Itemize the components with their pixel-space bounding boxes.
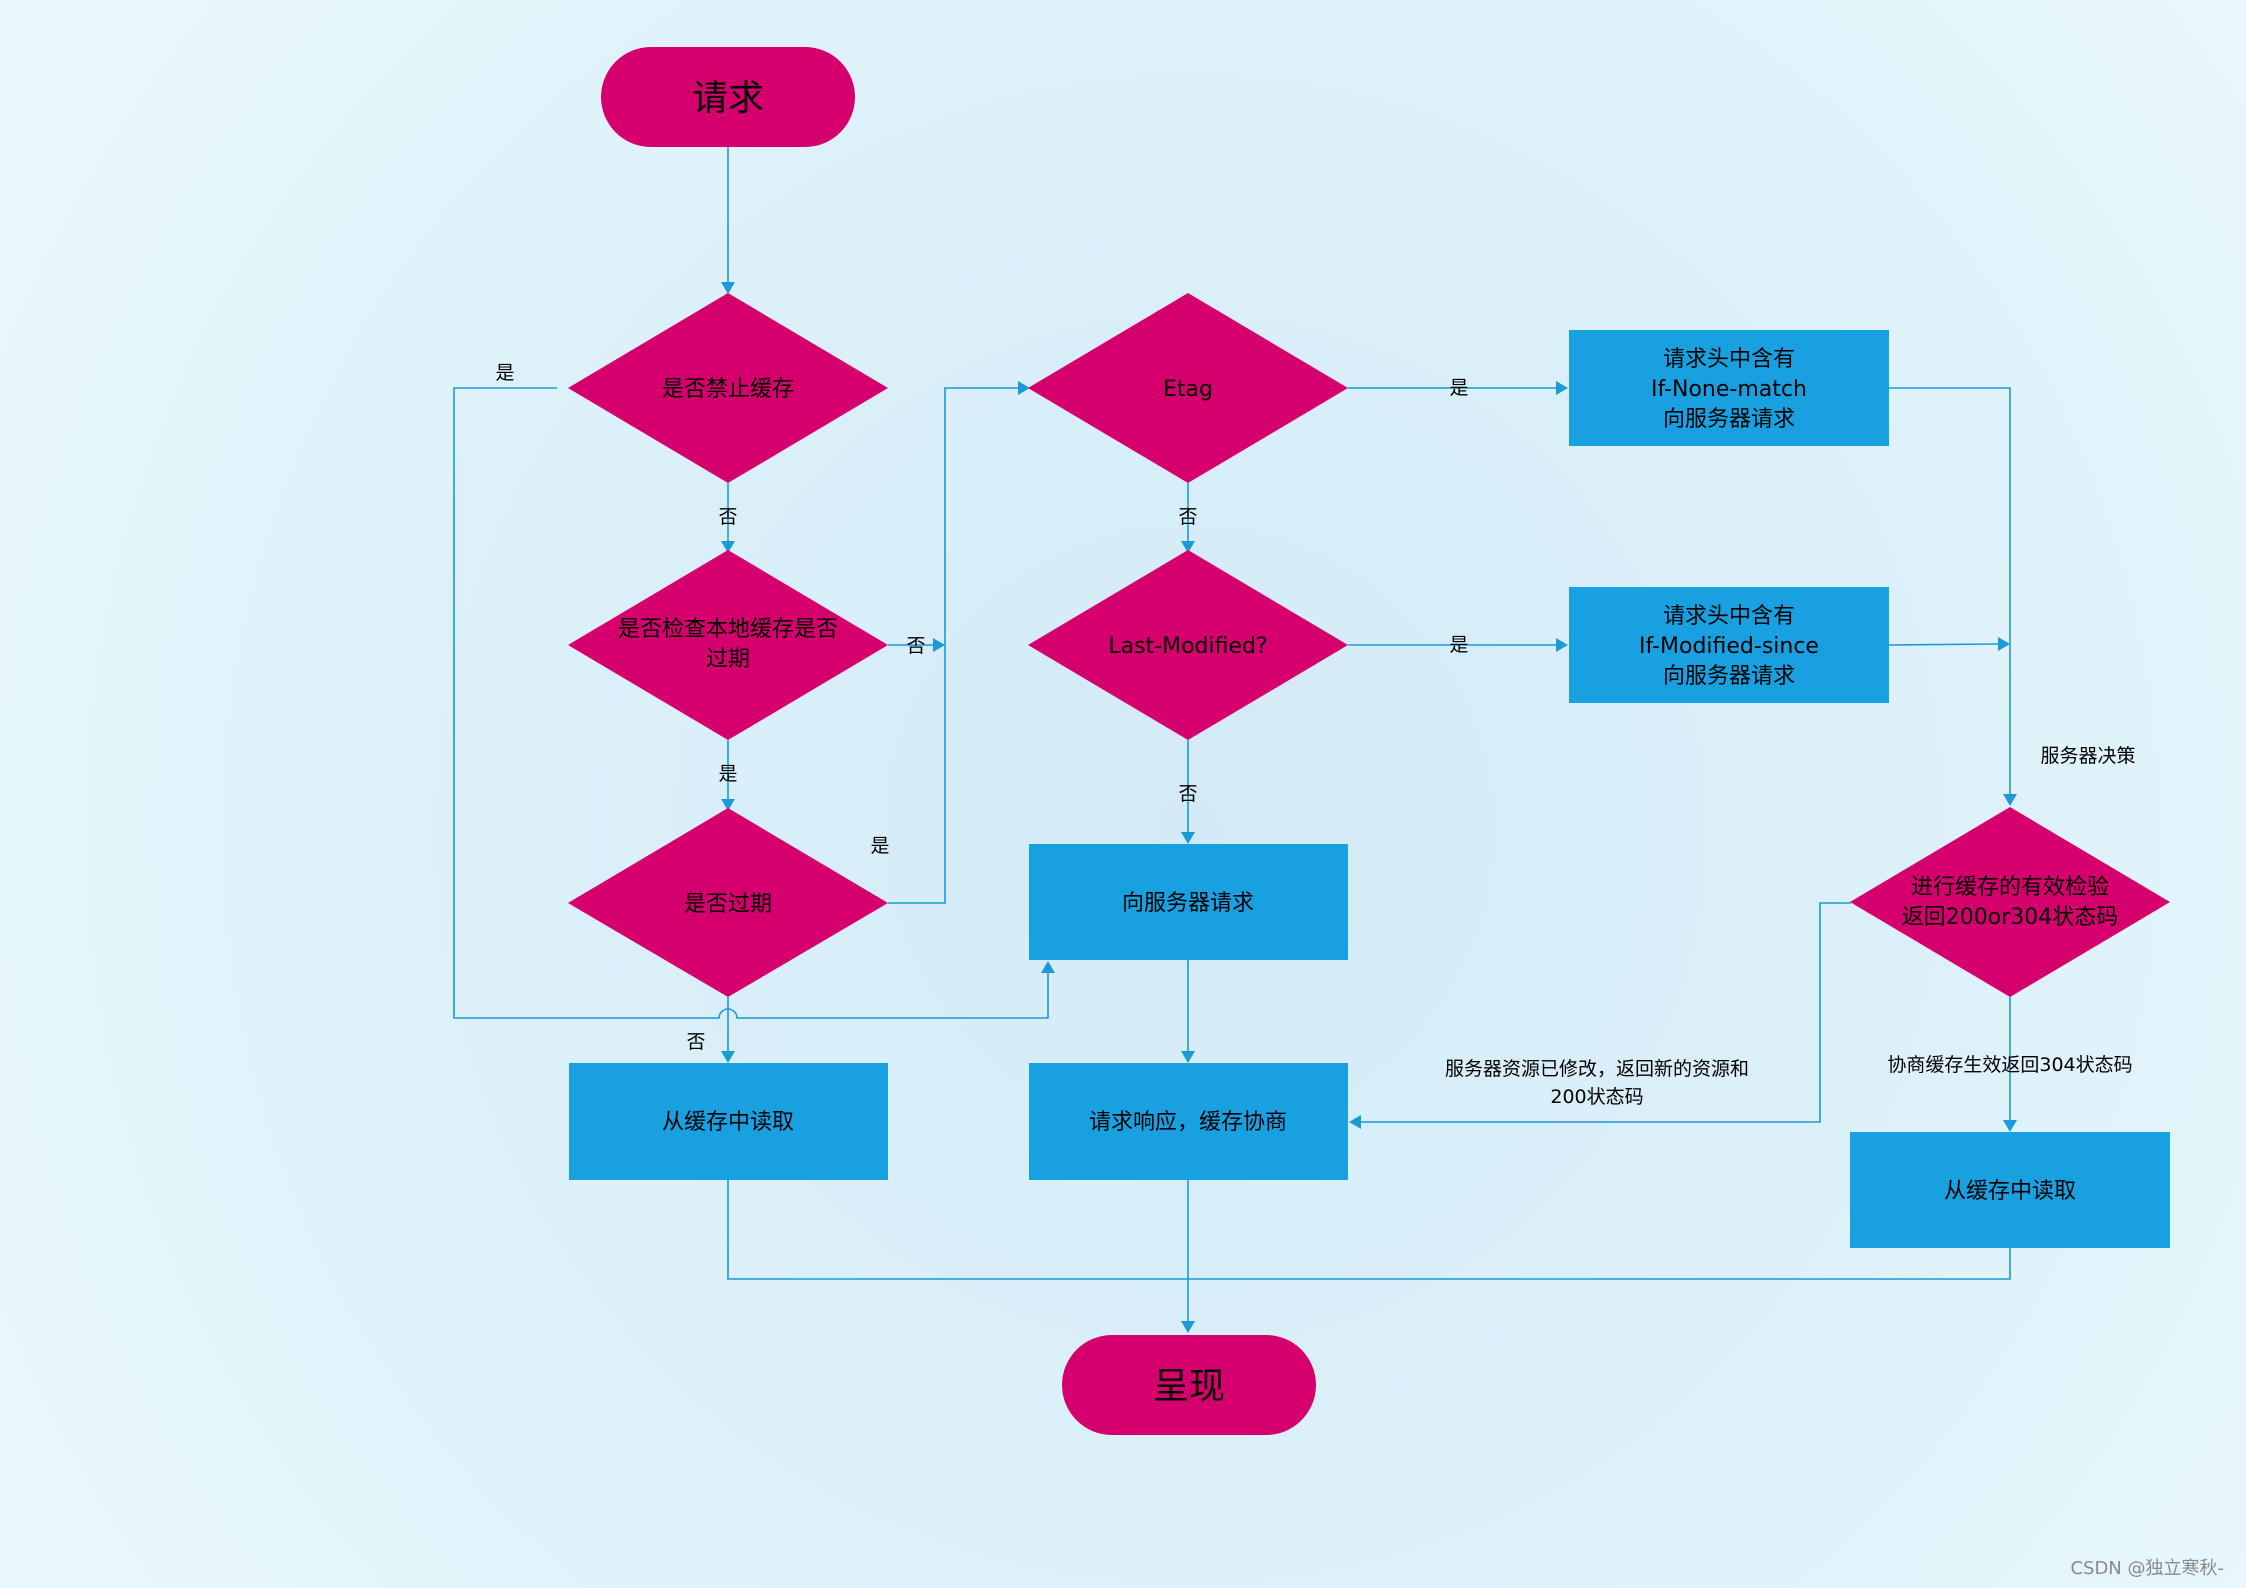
process-read-cache-right: 从缓存中读取 (1850, 1132, 2170, 1248)
decision-label: Last-Modified? (1108, 634, 1267, 659)
arrowhead (721, 1051, 735, 1063)
decision-label-line-2: 过期 (706, 647, 750, 672)
edge-label-lastmod-yes: 是 (1449, 634, 1468, 656)
process-response-negotiate: 请求响应，缓存协商 (1029, 1063, 1348, 1180)
connector-disable-yes-to-server (453, 387, 1049, 1019)
edge-label-modified-line-1: 服务器资源已修改，返回新的资源和 (1445, 1058, 1749, 1080)
process-if-modified-since: 请求头中含有 If-Modified-since 向服务器请求 (1569, 587, 1889, 703)
process-label: 从缓存中读取 (1944, 1179, 2076, 1204)
edge-label-disable-yes: 是 (495, 362, 514, 384)
arrowhead (933, 638, 945, 652)
decision-label: 是否禁止缓存 (662, 377, 794, 402)
decision-shape (1850, 807, 2170, 997)
process-if-none-match: 请求头中含有 If-None-match 向服务器请求 (1569, 330, 1889, 446)
process-shape (1029, 844, 1348, 960)
decision-last-modified: Last-Modified? (1028, 550, 1348, 740)
decision-shape (568, 550, 888, 740)
process-label-line-1: 请求头中含有 (1663, 347, 1795, 372)
arrowhead (1556, 381, 1568, 395)
decision-disable-cache: 是否禁止缓存 (568, 293, 888, 483)
arrowhead (1018, 381, 1030, 395)
edge-label-server-decision: 服务器决策 (2040, 745, 2135, 767)
arrowhead (1181, 541, 1195, 553)
edge-label-expired-yes: 是 (870, 835, 889, 857)
start-label: 请求 (692, 78, 764, 119)
arrowhead (1998, 637, 2010, 651)
decision-label-line-1: 是否检查本地缓存是否 (618, 617, 838, 642)
edge-label-disable-no: 否 (718, 506, 737, 528)
process-request-server: 向服务器请求 (1029, 844, 1348, 960)
edge-label-etag-no: 否 (1178, 506, 1197, 528)
decision-shape (568, 808, 888, 997)
decision-expired: 是否过期 (568, 808, 888, 997)
decision-label: Etag (1163, 377, 1213, 402)
edge-labels: 是 否 否 是 是 否 是 否 是 否 服务器决策 服务器资源已修改，返回新的资… (495, 362, 2135, 1108)
connector-modified-since-to-rail (1888, 643, 1999, 646)
decision-shape (1028, 550, 1348, 740)
process-label: 从缓存中读取 (662, 1110, 794, 1135)
connector-none-match-to-validate (1889, 387, 2011, 794)
decision-label-line-1: 进行缓存的有效检验 (1911, 875, 2109, 900)
edge-label-expired-no: 否 (686, 1031, 705, 1053)
arrowhead (721, 541, 735, 553)
process-label: 请求响应，缓存协商 (1089, 1110, 1287, 1135)
process-label-line-2: If-Modified-since (1639, 634, 1819, 659)
decision-shape (1028, 293, 1348, 483)
arrowhead (721, 799, 735, 811)
process-label-line-3: 向服务器请求 (1663, 664, 1795, 689)
connector-validate-to-response (1361, 902, 1851, 1123)
arrowhead (1041, 961, 1055, 973)
connector-expired-yes-to-etag (888, 387, 1018, 904)
arrowhead (721, 282, 735, 294)
start-terminal: 请求 (601, 47, 855, 147)
arrowhead (1181, 1321, 1195, 1333)
process-shape (1569, 330, 1889, 446)
decision-shape (568, 293, 888, 483)
edge-label-check-no: 否 (906, 635, 925, 657)
process-shape (1029, 1063, 1348, 1180)
decision-validate: 进行缓存的有效检验 返回200or304状态码 (1850, 807, 2170, 997)
arrowhead (2003, 1120, 2017, 1132)
decision-etag: Etag (1028, 293, 1348, 483)
arrowhead (1181, 832, 1195, 844)
process-shape (569, 1063, 888, 1180)
connector-read-caches-merge (727, 1180, 2011, 1280)
decision-label-line-2: 返回200or304状态码 (1902, 905, 2119, 930)
process-read-cache-left: 从缓存中读取 (569, 1063, 888, 1180)
end-terminal: 呈现 (1062, 1335, 1316, 1435)
process-shape (1850, 1132, 2170, 1248)
end-shape (1062, 1335, 1316, 1435)
process-label: 向服务器请求 (1122, 891, 1254, 916)
watermark: CSDN @独立寒秋- (2070, 1558, 2224, 1579)
connectors (453, 147, 2017, 1333)
edge-label-negotiate-304: 协商缓存生效返回304状态码 (1887, 1054, 2132, 1076)
arrowhead (1181, 1051, 1195, 1063)
end-label: 呈现 (1153, 1366, 1225, 1407)
arrowhead (1349, 1115, 1361, 1129)
edge-label-check-yes: 是 (718, 763, 737, 785)
process-label-line-1: 请求头中含有 (1663, 604, 1795, 629)
decision-label: 是否过期 (684, 892, 772, 917)
decision-check-local: 是否检查本地缓存是否 过期 (568, 550, 888, 740)
arrowhead (2003, 794, 2017, 806)
edge-label-lastmod-no: 否 (1178, 783, 1197, 805)
edge-label-etag-yes: 是 (1449, 377, 1468, 399)
process-label-line-3: 向服务器请求 (1663, 407, 1795, 432)
process-label-line-2: If-None-match (1651, 377, 1807, 402)
start-shape (601, 47, 855, 147)
edge-label-modified-line-2: 200状态码 (1550, 1086, 1643, 1108)
arrowhead (1556, 638, 1568, 652)
process-shape (1569, 587, 1889, 703)
